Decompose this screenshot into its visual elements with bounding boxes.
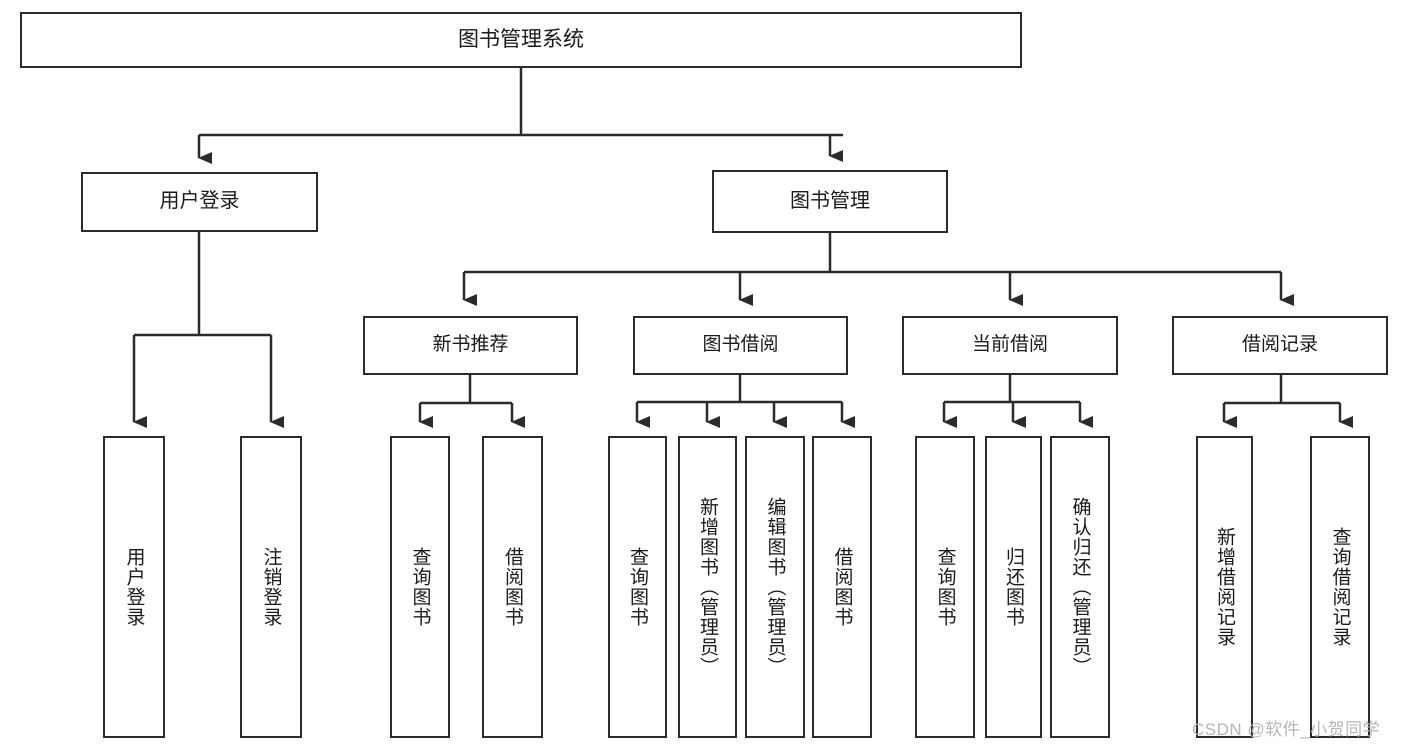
node-user-login[interactable]: 用户登录 xyxy=(81,172,318,232)
node-book-management[interactable]: 图书管理 xyxy=(712,170,948,233)
node-label: 图书管理系统 xyxy=(458,27,584,51)
node-label: 用户登录 xyxy=(159,190,240,213)
node-label: 借阅记录 xyxy=(1241,334,1318,356)
node-label: 图书借阅 xyxy=(702,334,779,356)
node-label: 用户登录 xyxy=(123,547,145,627)
node-new-book-recommend[interactable]: 新书推荐 xyxy=(363,316,578,375)
leaf-query-book-borrow[interactable]: 查询图书 xyxy=(608,436,667,738)
leaf-query-borrow-record[interactable]: 查询借阅记录 xyxy=(1310,436,1370,738)
node-label: 查询图书 xyxy=(934,547,956,627)
node-label: 查询图书 xyxy=(627,547,648,627)
leaf-query-book-current[interactable]: 查询图书 xyxy=(915,436,975,738)
leaf-user-login[interactable]: 用户登录 xyxy=(103,436,165,738)
node-label: 借阅图书 xyxy=(502,547,523,627)
node-label: 查询图书 xyxy=(409,547,431,627)
node-borrow-record[interactable]: 借阅记录 xyxy=(1172,316,1388,375)
leaf-borrow-book-recommend[interactable]: 借阅图书 xyxy=(482,436,543,738)
leaf-confirm-return-admin[interactable]: 确认归还（管理员） xyxy=(1050,436,1110,738)
node-book-borrow[interactable]: 图书借阅 xyxy=(633,316,848,375)
watermark-text: CSDN @软件_小贺同学 xyxy=(1192,720,1381,739)
leaf-query-book-recommend[interactable]: 查询图书 xyxy=(390,436,450,738)
node-label: 新书推荐 xyxy=(432,334,509,356)
node-label: 编辑图书（管理员） xyxy=(764,497,786,677)
node-label: 新增图书（管理员） xyxy=(697,497,718,677)
leaf-add-borrow-record[interactable]: 新增借阅记录 xyxy=(1196,436,1253,738)
node-label: 当前借阅 xyxy=(971,334,1048,356)
leaf-borrow-book[interactable]: 借阅图书 xyxy=(812,436,872,738)
node-root-system[interactable]: 图书管理系统 xyxy=(20,12,1022,68)
node-label: 新增借阅记录 xyxy=(1214,527,1235,647)
node-label: 图书管理 xyxy=(790,189,870,212)
node-label: 借阅图书 xyxy=(831,547,853,627)
leaf-logout[interactable]: 注销登录 xyxy=(240,436,302,738)
node-current-borrow[interactable]: 当前借阅 xyxy=(902,316,1118,375)
node-label: 归还图书 xyxy=(1003,547,1024,627)
node-label: 确认归还（管理员） xyxy=(1069,497,1091,677)
node-label: 查询借阅记录 xyxy=(1329,527,1351,647)
leaf-return-book[interactable]: 归还图书 xyxy=(985,436,1042,738)
leaf-edit-book-admin[interactable]: 编辑图书（管理员） xyxy=(745,436,805,738)
leaf-add-book-admin[interactable]: 新增图书（管理员） xyxy=(678,436,737,738)
node-label: 注销登录 xyxy=(260,547,282,627)
